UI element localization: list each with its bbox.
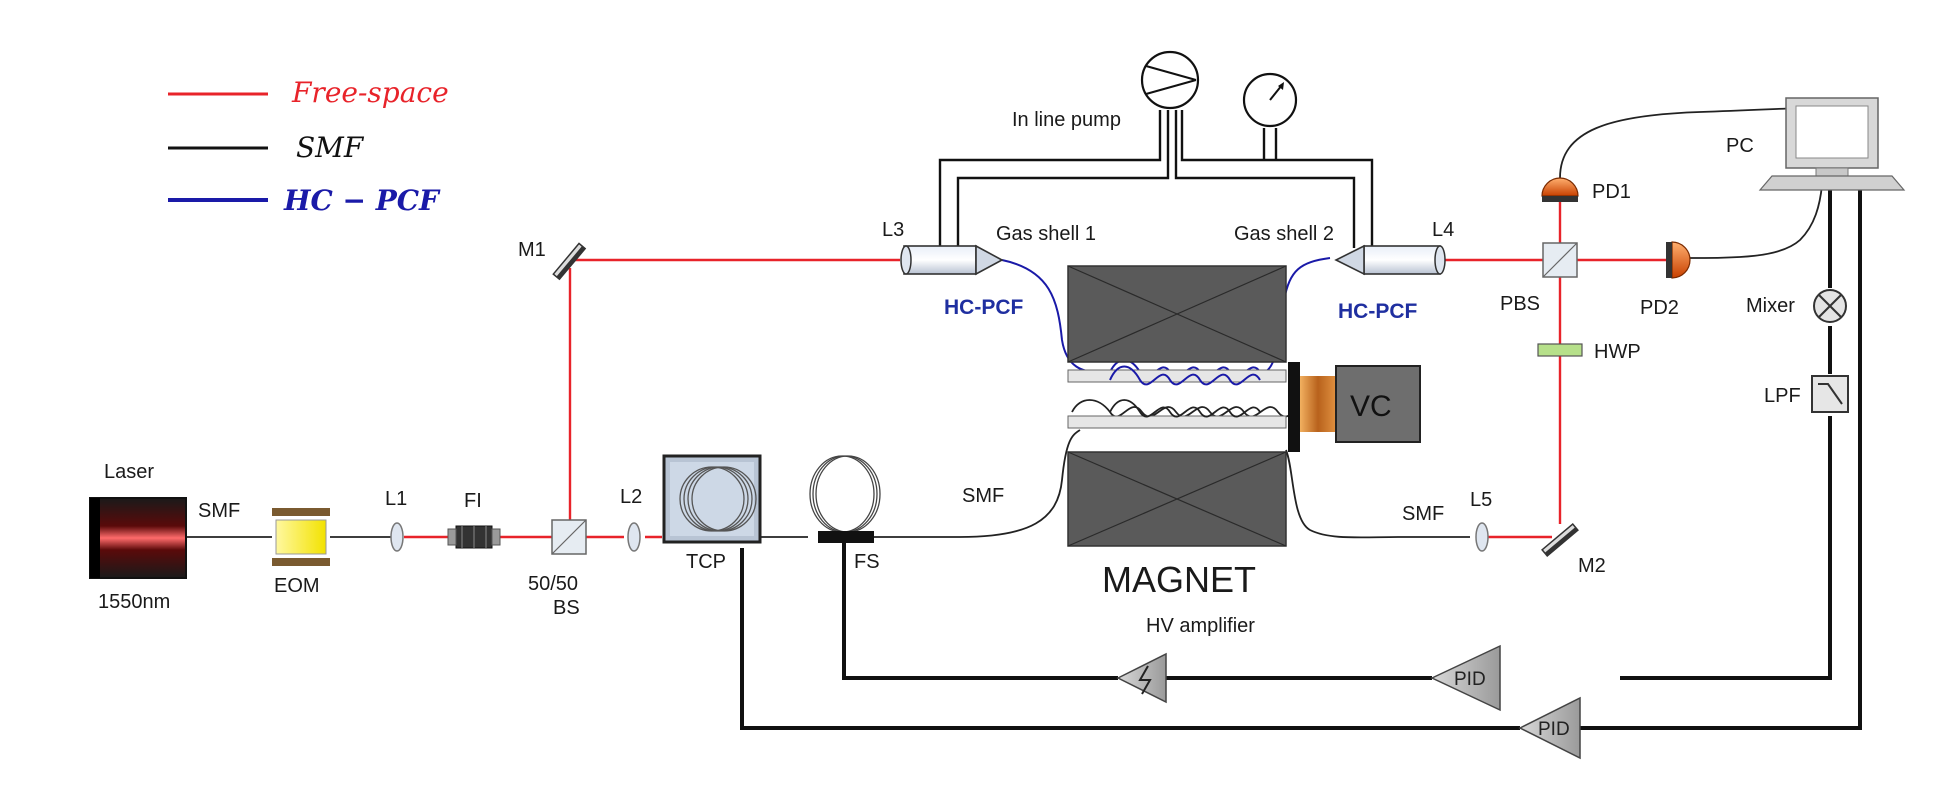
hv-to-fs-wire — [842, 540, 1118, 680]
bs-ratio-label: 50/50 — [528, 573, 578, 595]
pd1-label: PD1 — [1592, 181, 1631, 203]
m2-label: M2 — [1578, 555, 1606, 577]
legend-hcpcf-label: HC − PCF — [283, 184, 441, 217]
inline-pump-label: In line pump — [1012, 109, 1121, 131]
legend: Free-space SMF HC − PCF — [168, 76, 449, 217]
low-pass-filter — [1811, 375, 1849, 413]
magnet — [1067, 265, 1300, 547]
photodetector-pd1 — [1541, 177, 1579, 202]
legend-smf-label: SMF — [296, 131, 365, 164]
lightning-icon — [1138, 665, 1152, 695]
free-space-beams — [404, 196, 1672, 539]
half-wave-plate — [1537, 343, 1583, 357]
pid-controller-top — [1430, 644, 1501, 712]
pc-to-pid-bottom-wire — [1580, 178, 1862, 730]
l3-label: L3 — [882, 219, 904, 241]
feedback-lines — [740, 178, 1862, 730]
pbs-label: PBS — [1500, 293, 1540, 315]
fi-label: FI — [464, 490, 482, 512]
vc-label: VC — [1350, 390, 1392, 423]
smf-coil — [1109, 399, 1261, 418]
pump-manifold — [938, 110, 1374, 248]
bs-label: BS — [553, 597, 580, 619]
beam-splitter-50-50 — [551, 519, 587, 555]
l4-label: L4 — [1432, 219, 1454, 241]
hv-amplifier-label: HV amplifier — [1146, 615, 1255, 637]
temperature-controlled-package — [662, 454, 762, 544]
smf-laser-label: SMF — [198, 500, 240, 522]
hcpcf-left-label: HC-PCF — [944, 296, 1023, 319]
mixer — [1813, 289, 1847, 323]
laser-source — [89, 497, 187, 579]
tcp-label: TCP — [686, 551, 726, 573]
lpf-label: LPF — [1764, 385, 1801, 407]
lpf-to-pid-top-wire — [1620, 416, 1832, 680]
photodetector-pd2 — [1666, 241, 1691, 279]
voice-coil — [1300, 365, 1421, 443]
lens-l2 — [627, 522, 641, 552]
fiber-spool — [809, 455, 881, 533]
legend-free-space-label: Free-space — [291, 76, 449, 109]
pd2-label: PD2 — [1640, 297, 1679, 319]
faraday-isolator — [447, 525, 501, 549]
fiber-stretcher — [818, 531, 874, 543]
polarizing-beam-splitter — [1542, 242, 1578, 278]
l2-label: L2 — [620, 486, 642, 508]
gas-shell-2 — [1334, 244, 1446, 276]
mixer-label: Mixer — [1746, 295, 1795, 317]
hcpcf-coil — [1109, 365, 1261, 386]
mirror-m1 — [552, 242, 587, 281]
l1-label: L1 — [385, 488, 407, 510]
magnet-label: MAGNET — [1102, 559, 1256, 600]
hwp-label: HWP — [1594, 341, 1641, 363]
hv-amplifier — [1116, 652, 1167, 704]
eom-label: EOM — [274, 575, 320, 597]
pid-top-label: PID — [1454, 669, 1486, 690]
fs-label: FS — [854, 551, 880, 573]
pid-bottom-label: PID — [1538, 719, 1570, 740]
pressure-gauge — [1242, 72, 1298, 128]
laser-label: Laser — [104, 461, 154, 483]
pc-label: PC — [1726, 135, 1754, 157]
m1-label: M1 — [518, 239, 546, 261]
eom-modulator — [272, 508, 330, 566]
smf-fibers — [186, 107, 1823, 539]
pid-controller-bottom — [1518, 696, 1581, 760]
gas-shell-2-label: Gas shell 2 — [1234, 223, 1334, 245]
gas-shell-1-label: Gas shell 1 — [996, 223, 1096, 245]
mirror-m2 — [1541, 523, 1579, 557]
lens-l5 — [1475, 522, 1489, 552]
pid-bottom-to-tcp-wire — [740, 548, 1520, 730]
hcpcf-right-label: HC-PCF — [1338, 300, 1417, 323]
lens-l1 — [390, 522, 404, 552]
inline-pump — [1140, 50, 1200, 110]
gas-shell-1 — [900, 244, 1004, 276]
computer-pc — [1758, 97, 1906, 191]
smf-right-label: SMF — [1402, 503, 1444, 525]
smf-mid-label: SMF — [962, 485, 1004, 507]
l5-label: L5 — [1470, 489, 1492, 511]
laser-wavelength-label: 1550nm — [98, 591, 170, 613]
